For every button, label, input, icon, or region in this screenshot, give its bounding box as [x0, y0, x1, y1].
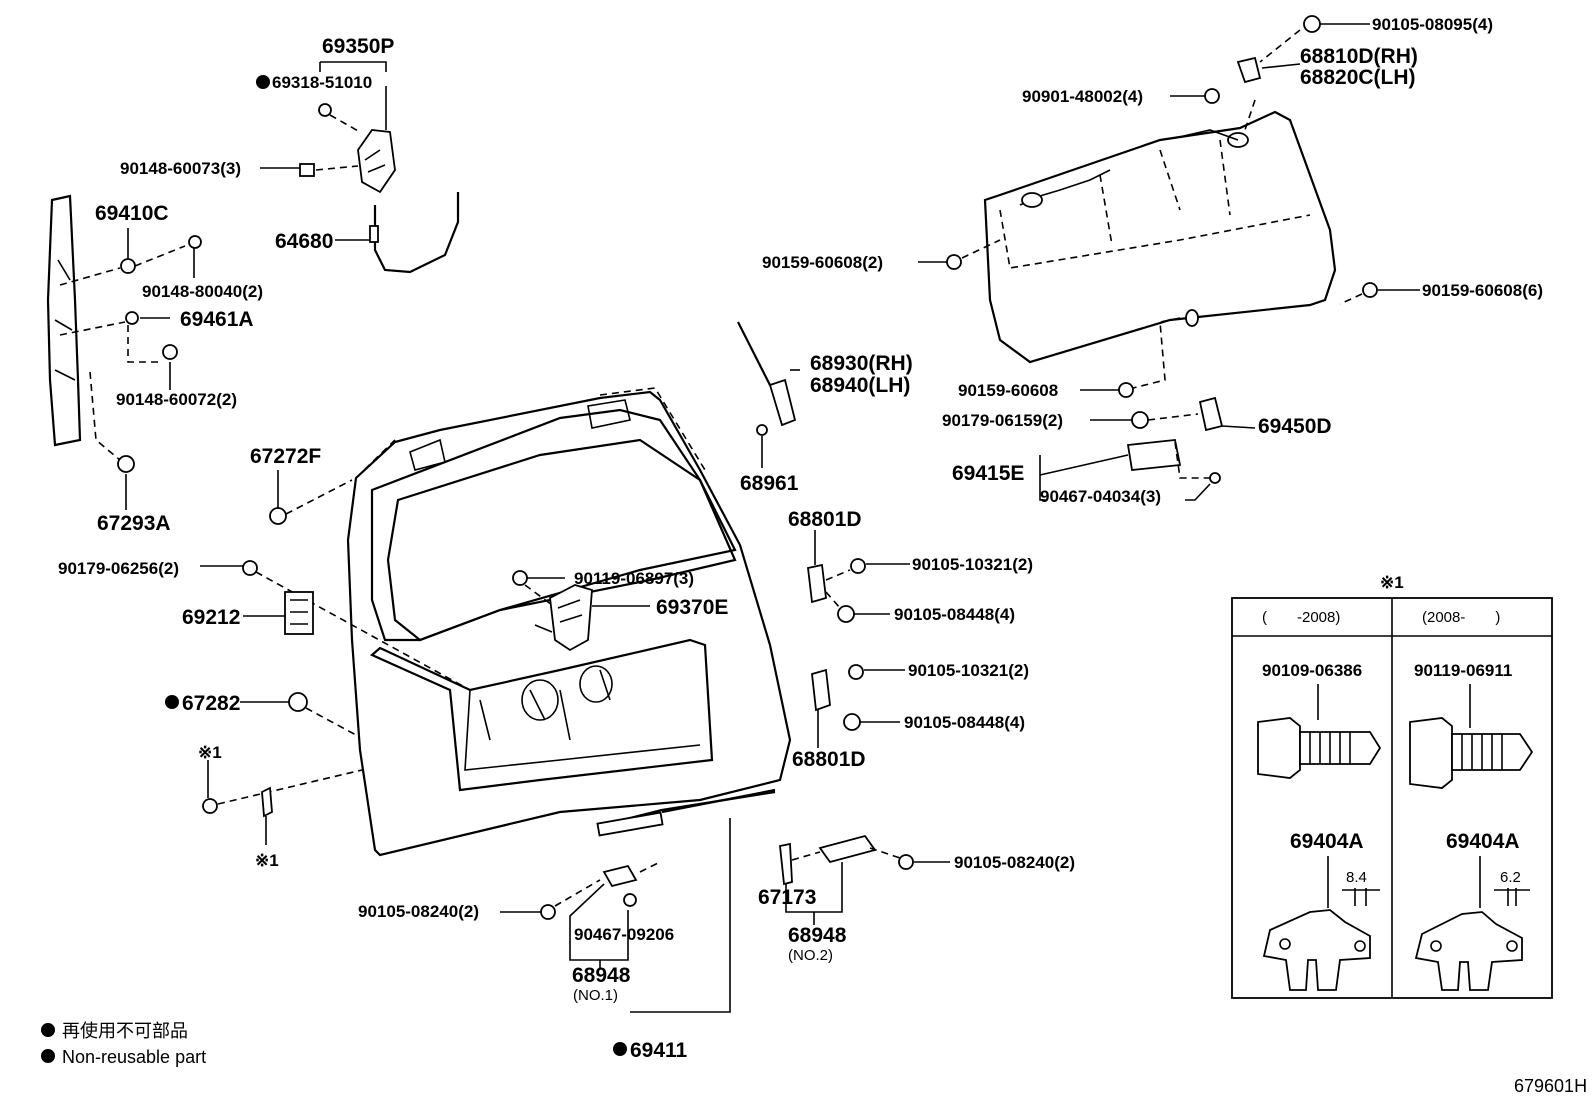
- legend-dot-en: [41, 1049, 55, 1063]
- non-reusable-dot: [613, 1042, 627, 1056]
- non-reusable-dot: [256, 75, 270, 89]
- door-lock-center: [512, 570, 650, 652]
- label-90105-08240-right: 90105-08240(2): [954, 853, 1075, 872]
- label-90148-80040: 90148-80040(2): [142, 282, 263, 301]
- label-90467-09206: 90467-09206: [574, 925, 674, 944]
- inset-col1-part: 90109-06386: [1262, 661, 1362, 680]
- label-69411: 69411: [630, 1039, 688, 1062]
- legend-jp: 再使用不可部品: [62, 1021, 188, 1041]
- label-69212: 69212: [182, 606, 240, 629]
- label-69415E: 69415E: [952, 462, 1024, 485]
- bottom-brackets: [500, 834, 950, 968]
- label-69370E: 69370E: [656, 596, 728, 619]
- label-68820C: 68820C(LH): [1300, 66, 1416, 89]
- damper-stay-upper: [737, 321, 800, 468]
- label-68810D: 68810D(RH): [1300, 45, 1418, 68]
- label-67293A: 67293A: [97, 512, 171, 535]
- label-69461A: 69461A: [180, 308, 254, 331]
- inset-col1-dim: 8.4: [1346, 869, 1367, 886]
- hinges: [807, 530, 910, 748]
- illustration-number: 679601H: [1514, 1076, 1587, 1096]
- label-68961: 68961: [740, 472, 799, 495]
- inset-col1-hinge: 69404A: [1290, 830, 1364, 853]
- label-ref1-a: ※1: [198, 743, 222, 762]
- stoppers-left: [200, 470, 471, 845]
- label-90148-60073: 90148-60073(3): [120, 159, 241, 178]
- legend-en: Non-reusable part: [62, 1047, 206, 1067]
- label-90179-06159: 90179-06159(2): [942, 411, 1063, 430]
- label-90105-10321-b: 90105-10321(2): [908, 661, 1029, 680]
- label-90901-48002: 90901-48002(4): [1022, 87, 1143, 106]
- inset-col1-header: ( -2008): [1262, 609, 1340, 626]
- inset-title: ※1: [1380, 573, 1404, 592]
- left-side-parts: [46, 194, 202, 510]
- label-68930: 68930(RH): [810, 352, 913, 375]
- label-no1: (NO.1): [573, 987, 618, 1004]
- non-reusable-dot: [165, 695, 179, 709]
- label-90105-08095: 90105-08095(4): [1372, 15, 1493, 34]
- label-90159-60608-2: 90159-60608(2): [762, 253, 883, 272]
- label-68940: 68940(LH): [810, 374, 910, 397]
- inset-col2-header: (2008- ): [1422, 609, 1500, 626]
- label-68948-no1: 68948: [572, 964, 631, 987]
- inset-ref1: ※1 ( -2008) (2008- ) 90109-06386 90119-0…: [1231, 573, 1553, 999]
- label-69350P: 69350P: [322, 35, 394, 58]
- label-90148-60072: 90148-60072(2): [116, 390, 237, 409]
- label-no2: (NO.2): [788, 947, 833, 964]
- label-68801D-bottom: 68801D: [792, 748, 866, 771]
- label-69410C: 69410C: [95, 202, 169, 225]
- label-90179-06256: 90179-06256(2): [58, 559, 179, 578]
- legend-dot-jp: [41, 1023, 55, 1037]
- label-90119-06897: 90119-06897(3): [574, 569, 694, 588]
- inset-col2-part: 90119-06911: [1414, 661, 1512, 680]
- damper-stay-lower: [596, 788, 776, 1013]
- label-90467-04034: 90467-04034(3): [1040, 487, 1161, 506]
- legend: 再使用不可部品 Non-reusable part: [41, 1021, 206, 1067]
- label-68801D-top: 68801D: [788, 508, 862, 531]
- label-69318-51010: 69318-51010: [272, 73, 372, 92]
- label-90105-08448-b: 90105-08448(4): [904, 713, 1025, 732]
- lock-assembly: [260, 61, 460, 274]
- label-64680: 64680: [275, 230, 333, 253]
- spoiler-assembly: [918, 15, 1420, 501]
- label-90159-60608: 90159-60608: [958, 381, 1058, 400]
- label-90159-60608-6: 90159-60608(6): [1422, 281, 1543, 300]
- label-ref1-b: ※1: [255, 851, 279, 870]
- label-67173: 67173: [758, 886, 816, 909]
- inset-col2-hinge: 69404A: [1446, 830, 1520, 853]
- inset-col2-dim: 6.2: [1500, 869, 1521, 886]
- label-90105-08448-a: 90105-08448(4): [894, 605, 1015, 624]
- label-67272F: 67272F: [250, 445, 321, 468]
- part-labels: 69350P 69318-51010 90148-60073(3) 64680 …: [58, 15, 1543, 1062]
- label-68948-no2: 68948: [788, 924, 847, 947]
- label-90105-08240-left: 90105-08240(2): [358, 902, 479, 921]
- label-69450D: 69450D: [1258, 415, 1332, 438]
- label-90105-10321-a: 90105-10321(2): [912, 555, 1033, 574]
- label-67282: 67282: [182, 692, 240, 715]
- back-door-panel: [346, 387, 792, 857]
